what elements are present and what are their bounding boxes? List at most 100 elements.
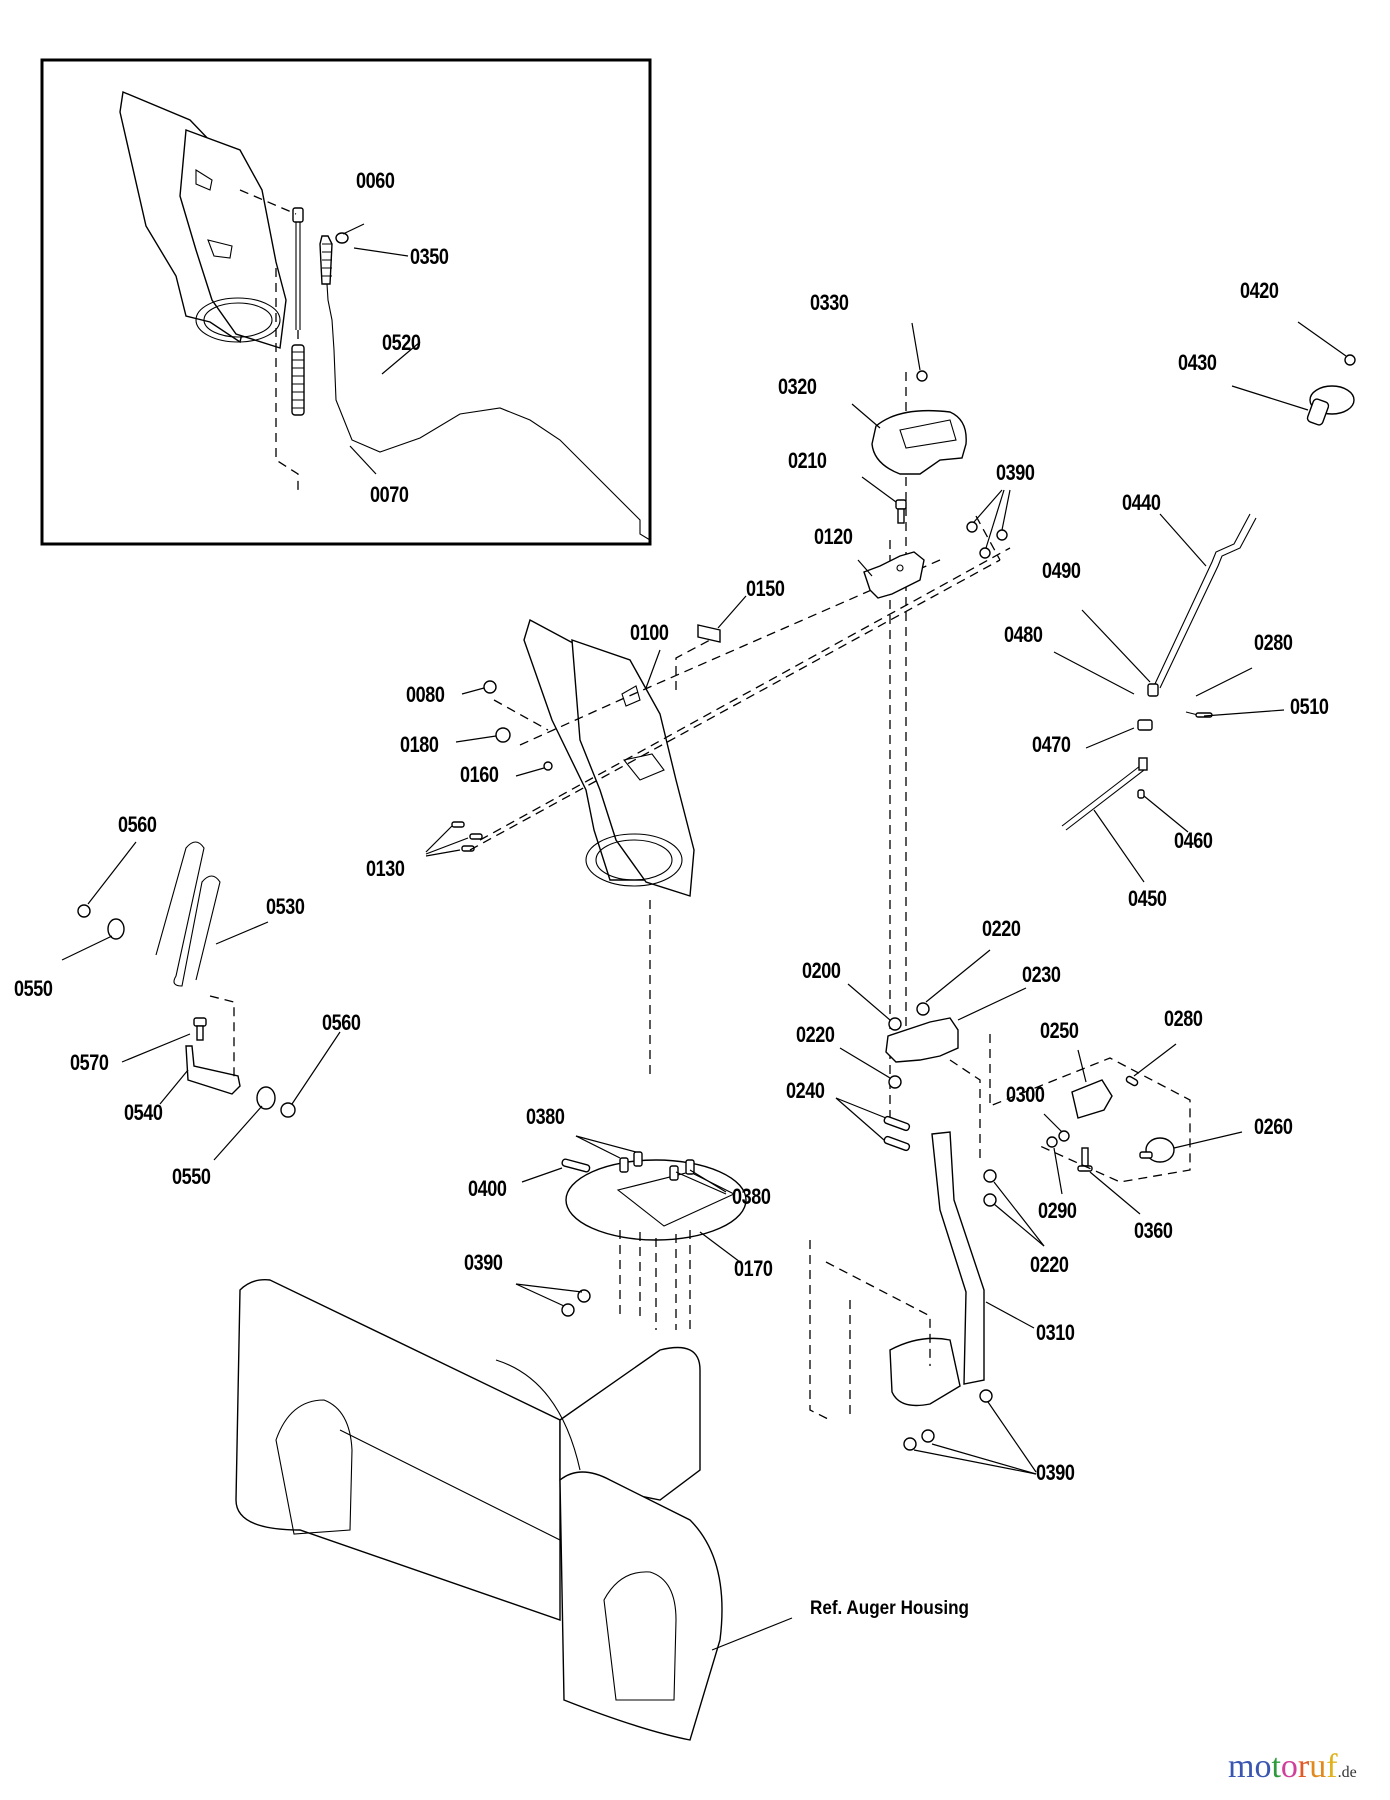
- nut-0220-a: [916, 1002, 930, 1016]
- part-label-0510: 0510: [1290, 694, 1329, 719]
- part-label-0390: 0390: [996, 460, 1035, 485]
- part-label-0320: 0320: [778, 374, 817, 399]
- bolt-0570: [193, 1017, 207, 1041]
- watermark-letter: f: [1326, 1748, 1338, 1785]
- part-label-0560-b: 0560: [322, 1010, 361, 1035]
- nut-0560-upper: [77, 904, 91, 918]
- part-label-0210: 0210: [788, 448, 827, 473]
- bracket-0540: [185, 1045, 241, 1095]
- lower-assembly-guides: [809, 1034, 1191, 1421]
- deflector-wire: [155, 841, 221, 987]
- part-label-0420: 0420: [1240, 278, 1279, 303]
- watermark-letter: o: [1280, 1748, 1298, 1785]
- inset-guide-line: [275, 268, 299, 490]
- part-label-0330: 0330: [810, 290, 849, 315]
- screw-0160: [543, 761, 553, 771]
- part-label-0180: 0180: [400, 732, 439, 757]
- watermark-letter: u: [1309, 1748, 1327, 1785]
- bushing-0180: [495, 727, 511, 743]
- inset-discharge-chute: [119, 91, 287, 349]
- leader-lines: [61, 223, 1347, 1651]
- nut-0330: [916, 370, 928, 382]
- part-label-0380: 0380: [526, 1104, 565, 1129]
- part-label-0460: 0460: [1174, 828, 1213, 853]
- part-label-0120: 0120: [814, 524, 853, 549]
- part-label-0450: 0450: [1128, 886, 1167, 911]
- part-label-0280-b: 0280: [1164, 1006, 1203, 1031]
- part-label-0390-c: 0390: [1036, 1460, 1075, 1485]
- chute-base-0310: [889, 1337, 961, 1407]
- part-label-0150: 0150: [746, 576, 785, 601]
- discharge-chute: [523, 618, 695, 897]
- part-label-0530: 0530: [266, 894, 305, 919]
- part-label-0480: 0480: [1004, 622, 1043, 647]
- chute-flange-0170: [565, 1159, 747, 1241]
- part-label-0260: 0260: [1254, 1114, 1293, 1139]
- watermark-logo: motoruf.de: [1228, 1748, 1357, 1786]
- part-label-0300: 0300: [1006, 1082, 1045, 1107]
- inset-spring: [291, 344, 305, 416]
- watermark-letter: m: [1228, 1748, 1255, 1785]
- support-arm-0310: [931, 1131, 985, 1385]
- part-label-0220: 0220: [982, 916, 1021, 941]
- part-label-0230: 0230: [1022, 962, 1061, 987]
- part-label-0520: 0520: [382, 330, 421, 355]
- crank-cover: [871, 409, 967, 475]
- watermark-letter: r: [1297, 1748, 1310, 1785]
- part-label-0430: 0430: [1178, 350, 1217, 375]
- part-label-0080: 0080: [406, 682, 445, 707]
- pin-0280-lower: [1125, 1075, 1139, 1087]
- part-label-0100: 0100: [630, 620, 669, 645]
- nut-0560-lower: [280, 1102, 296, 1118]
- part-label-0310: 0310: [1036, 1320, 1075, 1345]
- part-label-0440: 0440: [1122, 490, 1161, 515]
- part-label-0160: 0160: [460, 762, 499, 787]
- nuts-0390-bottom: [903, 1389, 993, 1451]
- part-label-0250: 0250: [1040, 1018, 1079, 1043]
- part-label-0290: 0290: [1038, 1198, 1077, 1223]
- nut-0290: [1046, 1136, 1058, 1148]
- auger-housing: [235, 1279, 723, 1741]
- nut-0080: [483, 680, 497, 694]
- linkage-parts: [1061, 683, 1213, 831]
- knob-0430: [1306, 385, 1355, 426]
- part-label-0390-b: 0390: [464, 1250, 503, 1275]
- part-label-0570: 0570: [70, 1050, 109, 1075]
- bolt-0360: [1077, 1147, 1093, 1172]
- part-label-0220-b: 0220: [796, 1022, 835, 1047]
- inset-control-cable: [319, 232, 651, 541]
- part-label-0130: 0130: [366, 856, 405, 881]
- bolts-0380: [619, 1151, 695, 1181]
- part-label-0550: 0550: [14, 976, 53, 1001]
- part-label-0200: 0200: [802, 958, 841, 983]
- watermark-suffix: .de: [1337, 1764, 1357, 1781]
- washer-0550-upper: [107, 918, 125, 940]
- inset-frame: [40, 58, 652, 546]
- gear-bracket: [863, 551, 925, 599]
- inset-guide-line-2: [239, 189, 297, 215]
- nut-0420: [1344, 354, 1356, 366]
- part-label-0060: 0060: [356, 168, 395, 193]
- part-label-0540: 0540: [124, 1100, 163, 1125]
- left-group-guide: [209, 995, 235, 1078]
- washer-0300: [1058, 1130, 1070, 1142]
- part-label-0220-c: 0220: [1030, 1252, 1069, 1277]
- part-label-0380-b: 0380: [732, 1184, 771, 1209]
- nuts-0390-mid: [561, 1289, 591, 1317]
- washer-0550-lower: [256, 1086, 276, 1110]
- pivot-bracket-0230: [885, 1017, 959, 1063]
- part-label-0560: 0560: [118, 812, 157, 837]
- bolt-0400: [561, 1158, 591, 1173]
- part-label-0490: 0490: [1042, 558, 1081, 583]
- washer-0200: [888, 1017, 902, 1031]
- flange-guides: [619, 1230, 691, 1330]
- nuts-0390-top: [966, 521, 1008, 559]
- part-label-0350: 0350: [410, 244, 449, 269]
- switch-0260: [1139, 1137, 1175, 1163]
- screws-0130: [451, 821, 483, 852]
- nut-0220-b: [888, 1075, 902, 1089]
- part-label-0170: 0170: [734, 1256, 773, 1281]
- part-label-0070: 0070: [370, 482, 409, 507]
- shift-rod: [1153, 513, 1257, 689]
